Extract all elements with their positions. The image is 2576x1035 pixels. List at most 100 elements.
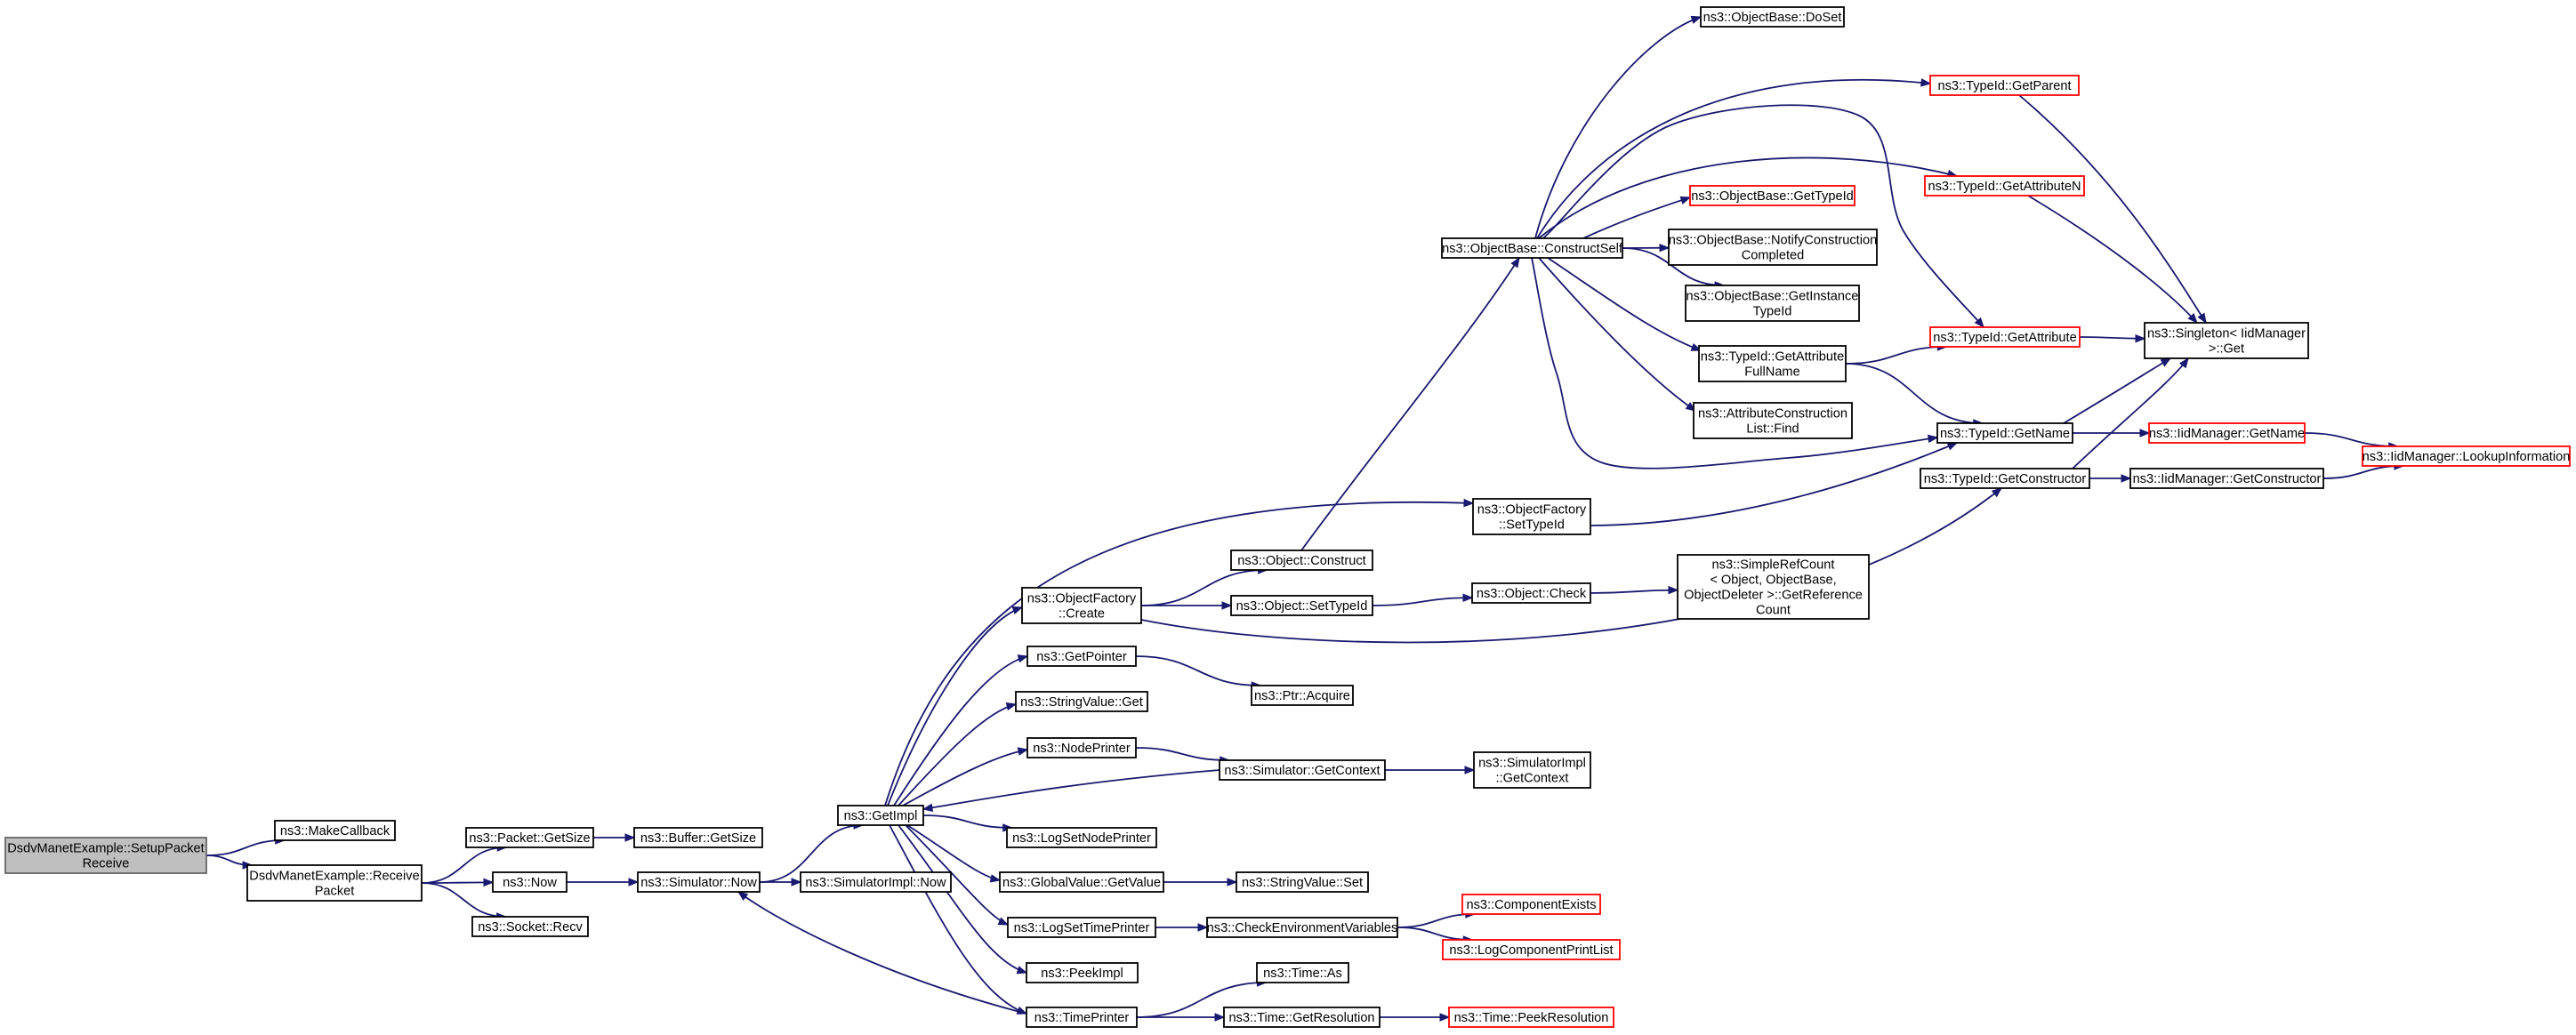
node-box-object-base-notify-construction-completed[interactable] [1668, 229, 1878, 266]
node-time-printer[interactable]: ns3::TimePrinter [1026, 1007, 1138, 1028]
node-time-get-resolution[interactable]: ns3::Time::GetResolution [1223, 1007, 1381, 1028]
node-box-make-callback[interactable] [274, 820, 396, 841]
node-box-simulator-now[interactable] [637, 871, 761, 893]
node-object-factory-set-type-id[interactable]: ns3::ObjectFactory::SetTypeId [1472, 498, 1591, 535]
node-ptr-acquire[interactable]: ns3::Ptr::Acquire [1251, 685, 1354, 706]
node-box-object-base-get-type-id[interactable] [1689, 185, 1856, 206]
node-iid-manager-lookup-information[interactable]: ns3::IidManager::LookupInformation [2362, 445, 2571, 467]
node-object-base-do-set[interactable]: ns3::ObjectBase::DoSet [1700, 6, 1845, 28]
node-time-peek-resolution[interactable]: ns3::Time::PeekResolution [1448, 1007, 1614, 1028]
node-object-set-type-id[interactable]: ns3::Object::SetTypeId [1230, 595, 1373, 616]
node-box-iid-manager-get-constructor[interactable] [2129, 468, 2324, 489]
node-box-object-set-type-id[interactable] [1230, 595, 1373, 616]
node-box-type-id-get-constructor[interactable] [1920, 468, 2090, 489]
node-box-time-peek-resolution[interactable] [1448, 1007, 1614, 1028]
node-box-object-construct[interactable] [1230, 550, 1373, 571]
node-box-socket-recv[interactable] [471, 916, 589, 937]
node-get-impl[interactable]: ns3::GetImpl [837, 805, 924, 826]
node-box-receive-packet[interactable] [246, 864, 423, 902]
node-box-singleton-iid-manager-get[interactable] [2144, 322, 2309, 359]
node-buffer-get-size[interactable]: ns3::Buffer::GetSize [633, 827, 763, 848]
node-simulator-now[interactable]: ns3::Simulator::Now [637, 871, 761, 893]
node-peek-impl[interactable]: ns3::PeekImpl [1026, 962, 1139, 983]
node-object-base-get-type-id[interactable]: ns3::ObjectBase::GetTypeId [1689, 185, 1856, 206]
node-make-callback[interactable]: ns3::MakeCallback [274, 820, 396, 841]
node-log-component-print-list[interactable]: ns3::LogComponentPrintList [1442, 939, 1621, 960]
node-iid-manager-get-name[interactable]: ns3::IidManager::GetName [2148, 422, 2306, 444]
node-socket-recv[interactable]: ns3::Socket::Recv [471, 916, 589, 937]
node-string-value-get[interactable]: ns3::StringValue::Get [1015, 691, 1148, 712]
node-box-get-impl[interactable] [837, 805, 924, 826]
node-box-simulator-get-context[interactable] [1219, 759, 1386, 781]
node-singleton-iid-manager-get[interactable]: ns3::Singleton< IidManager >::Get [2144, 322, 2309, 359]
node-simple-ref-count-get-reference-count[interactable]: ns3::SimpleRefCount< Object, ObjectBase,… [1677, 554, 1870, 620]
node-object-construct[interactable]: ns3::Object::Construct [1230, 550, 1373, 571]
node-object-base-notify-construction-completed[interactable]: ns3::ObjectBase::NotifyConstructionCompl… [1668, 229, 1878, 266]
node-get-pointer[interactable]: ns3::GetPointer [1026, 646, 1137, 667]
node-box-peek-impl[interactable] [1026, 962, 1139, 983]
node-type-id-get-constructor[interactable]: ns3::TypeId::GetConstructor [1920, 468, 2090, 489]
node-box-iid-manager-lookup-information[interactable] [2362, 445, 2571, 467]
node-object-base-construct-self[interactable]: ns3::ObjectBase::ConstructSelf [1441, 237, 1623, 259]
node-global-value-get-value[interactable]: ns3::GlobalValue::GetValue [999, 871, 1164, 893]
node-node-printer[interactable]: ns3::NodePrinter [1026, 737, 1137, 758]
node-simulator-get-context[interactable]: ns3::Simulator::GetContext [1219, 759, 1386, 781]
node-box-type-id-get-name[interactable] [1936, 422, 2073, 444]
node-box-global-value-get-value[interactable] [999, 871, 1164, 893]
node-box-simulator-impl-get-context[interactable] [1473, 751, 1591, 789]
node-type-id-get-parent[interactable]: ns3::TypeId::GetParent [1929, 75, 2080, 96]
node-component-exists[interactable]: ns3::ComponentExists [1461, 894, 1601, 915]
node-box-object-check[interactable] [1471, 582, 1591, 604]
node-box-setup-packet-receive[interactable] [4, 837, 207, 874]
node-box-object-base-do-set[interactable] [1700, 6, 1845, 28]
node-iid-manager-get-constructor[interactable]: ns3::IidManager::GetConstructor [2129, 468, 2324, 489]
node-packet-get-size[interactable]: ns3::Packet::GetSize [465, 827, 594, 848]
node-box-attribute-construction-list-find[interactable] [1693, 402, 1853, 439]
node-box-type-id-get-attribute-full-name[interactable] [1698, 345, 1847, 382]
node-box-packet-get-size[interactable] [465, 827, 594, 848]
node-object-factory-create[interactable]: ns3::ObjectFactory::Create [1021, 587, 1142, 624]
node-box-type-id-get-attribute[interactable] [1929, 326, 2081, 348]
node-box-string-value-get[interactable] [1015, 691, 1148, 712]
node-box-iid-manager-get-name[interactable] [2148, 422, 2306, 444]
node-string-value-set[interactable]: ns3::StringValue::Set [1236, 871, 1369, 893]
node-object-check[interactable]: ns3::Object::Check [1471, 582, 1591, 604]
node-box-simple-ref-count-get-reference-count[interactable] [1677, 554, 1870, 620]
node-type-id-get-attribute[interactable]: ns3::TypeId::GetAttribute [1929, 326, 2081, 348]
node-simulator-impl-now[interactable]: ns3::SimulatorImpl::Now [800, 871, 952, 893]
node-box-object-factory-create[interactable] [1021, 587, 1142, 624]
node-box-simulator-impl-now[interactable] [800, 871, 952, 893]
node-check-environment-variables[interactable]: ns3::CheckEnvironmentVariables [1206, 917, 1398, 938]
node-box-type-id-get-parent[interactable] [1929, 75, 2080, 96]
node-time-as[interactable]: ns3::Time::As [1256, 962, 1349, 983]
node-box-check-environment-variables[interactable] [1206, 917, 1398, 938]
node-box-time-as[interactable] [1256, 962, 1349, 983]
node-box-get-pointer[interactable] [1026, 646, 1137, 667]
node-box-log-set-node-printer[interactable] [1006, 827, 1157, 848]
node-box-object-factory-set-type-id[interactable] [1472, 498, 1591, 535]
node-simulator-impl-get-context[interactable]: ns3::SimulatorImpl::GetContext [1473, 751, 1591, 789]
node-now[interactable]: ns3::Now [492, 871, 568, 893]
node-box-now[interactable] [492, 871, 568, 893]
node-type-id-get-attribute-n[interactable]: ns3::TypeId::GetAttributeN [1924, 175, 2085, 197]
node-box-time-printer[interactable] [1026, 1007, 1138, 1028]
node-box-object-base-get-instance-type-id[interactable] [1685, 285, 1860, 322]
node-box-log-component-print-list[interactable] [1442, 939, 1621, 960]
node-log-set-node-printer[interactable]: ns3::LogSetNodePrinter [1006, 827, 1157, 848]
node-box-node-printer[interactable] [1026, 737, 1137, 758]
node-box-time-get-resolution[interactable] [1223, 1007, 1381, 1028]
node-box-component-exists[interactable] [1461, 894, 1601, 915]
node-box-string-value-set[interactable] [1236, 871, 1369, 893]
node-box-object-base-construct-self[interactable] [1441, 237, 1623, 259]
node-box-buffer-get-size[interactable] [633, 827, 763, 848]
node-box-type-id-get-attribute-n[interactable] [1924, 175, 2085, 197]
node-box-log-set-time-printer[interactable] [1007, 917, 1156, 938]
node-box-ptr-acquire[interactable] [1251, 685, 1354, 706]
node-log-set-time-printer[interactable]: ns3::LogSetTimePrinter [1007, 917, 1156, 938]
node-type-id-get-name[interactable]: ns3::TypeId::GetName [1936, 422, 2073, 444]
